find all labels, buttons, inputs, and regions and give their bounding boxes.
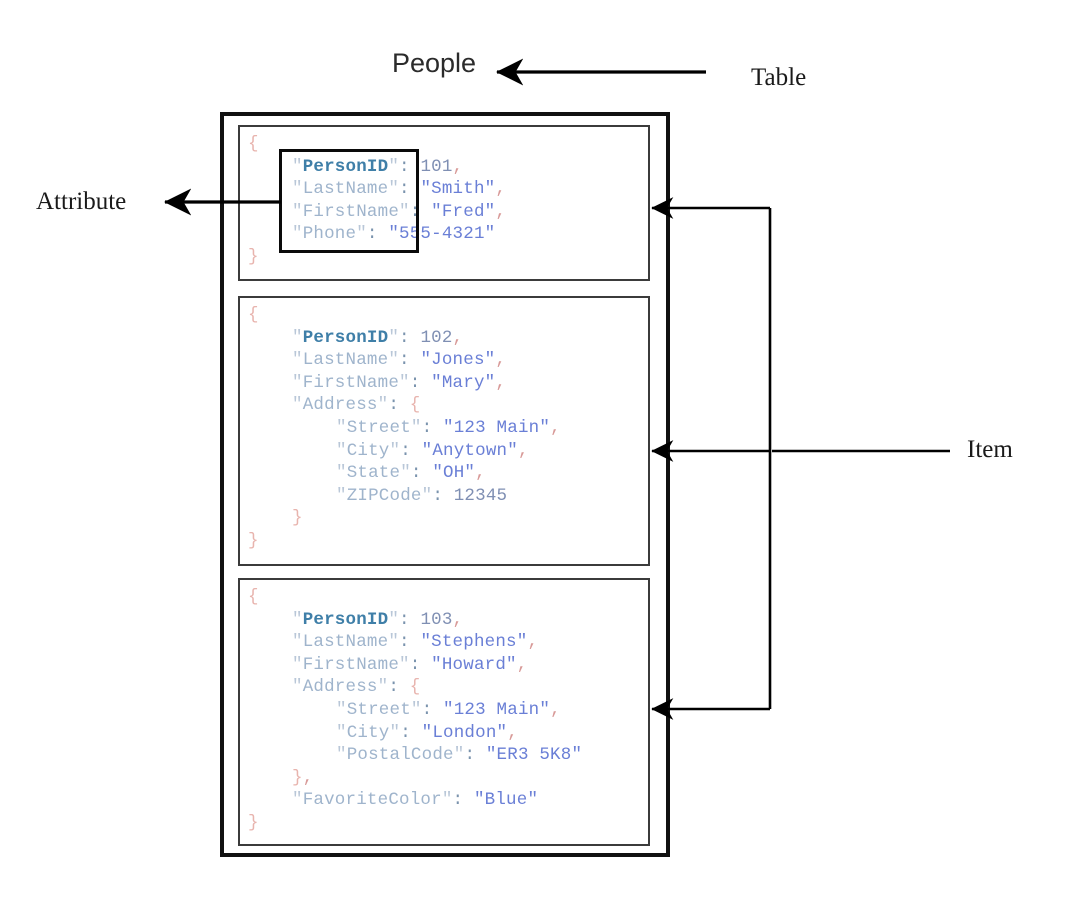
annotation-label-table: Table	[751, 64, 807, 91]
item-box: { "PersonID": 103,"LastName": "Stephens",…	[238, 578, 650, 846]
json-line: "PostalCode": "ER3 5K8"	[336, 745, 583, 766]
json-line: "Phone": "555-4321"	[292, 224, 496, 245]
json-line: "LastName": "Stephens",	[292, 632, 539, 653]
json-line: "Address": {	[292, 677, 421, 698]
json-document: { "PersonID": 102,"LastName": "Jones","Fi…	[248, 304, 561, 553]
json-line: "Street": "123 Main",	[336, 417, 561, 438]
json-line: "State": "OH",	[336, 463, 486, 484]
json-line: "ZIPCode": 12345	[336, 485, 508, 506]
json-line: "PersonID": 103,	[292, 609, 464, 630]
table-title-label: People	[392, 48, 477, 78]
json-line: }	[248, 246, 259, 267]
json-line: "LastName": "Smith",	[292, 179, 507, 200]
json-line: "LastName": "Jones",	[292, 350, 507, 371]
json-line: "PersonID": 101,	[292, 156, 464, 177]
json-line: "City": "London",	[336, 722, 518, 743]
json-line: }	[248, 812, 259, 833]
json-line: "Address": {	[292, 395, 421, 416]
item-box: { "PersonID": 102,"LastName": "Jones","Fi…	[238, 296, 650, 566]
json-line: "PersonID": 102,	[292, 327, 464, 348]
json-line: {	[248, 134, 259, 154]
json-line: {	[248, 305, 259, 325]
json-line: "FavoriteColor": "Blue"	[292, 790, 539, 811]
json-document: { "PersonID": 103,"LastName": "Stephens",…	[248, 586, 582, 835]
json-line: "FirstName": "Mary",	[292, 372, 507, 393]
json-line: {	[248, 587, 259, 607]
json-line: "FirstName": "Howard",	[292, 654, 528, 675]
json-line: "City": "Anytown",	[336, 440, 529, 461]
json-line: }	[292, 508, 303, 529]
json-line: },	[292, 767, 314, 788]
arrow-item	[651, 197, 950, 720]
json-line: "FirstName": "Fred",	[292, 201, 507, 222]
attribute-highlight-box	[279, 149, 419, 253]
json-line: "Street": "123 Main",	[336, 699, 561, 720]
annotation-label-item: Item	[967, 436, 1013, 463]
json-line: }	[248, 530, 259, 551]
annotation-label-attribute: Attribute	[36, 188, 127, 215]
json-document: { "PersonID": 101,"LastName": "Smith","Fi…	[248, 133, 506, 269]
